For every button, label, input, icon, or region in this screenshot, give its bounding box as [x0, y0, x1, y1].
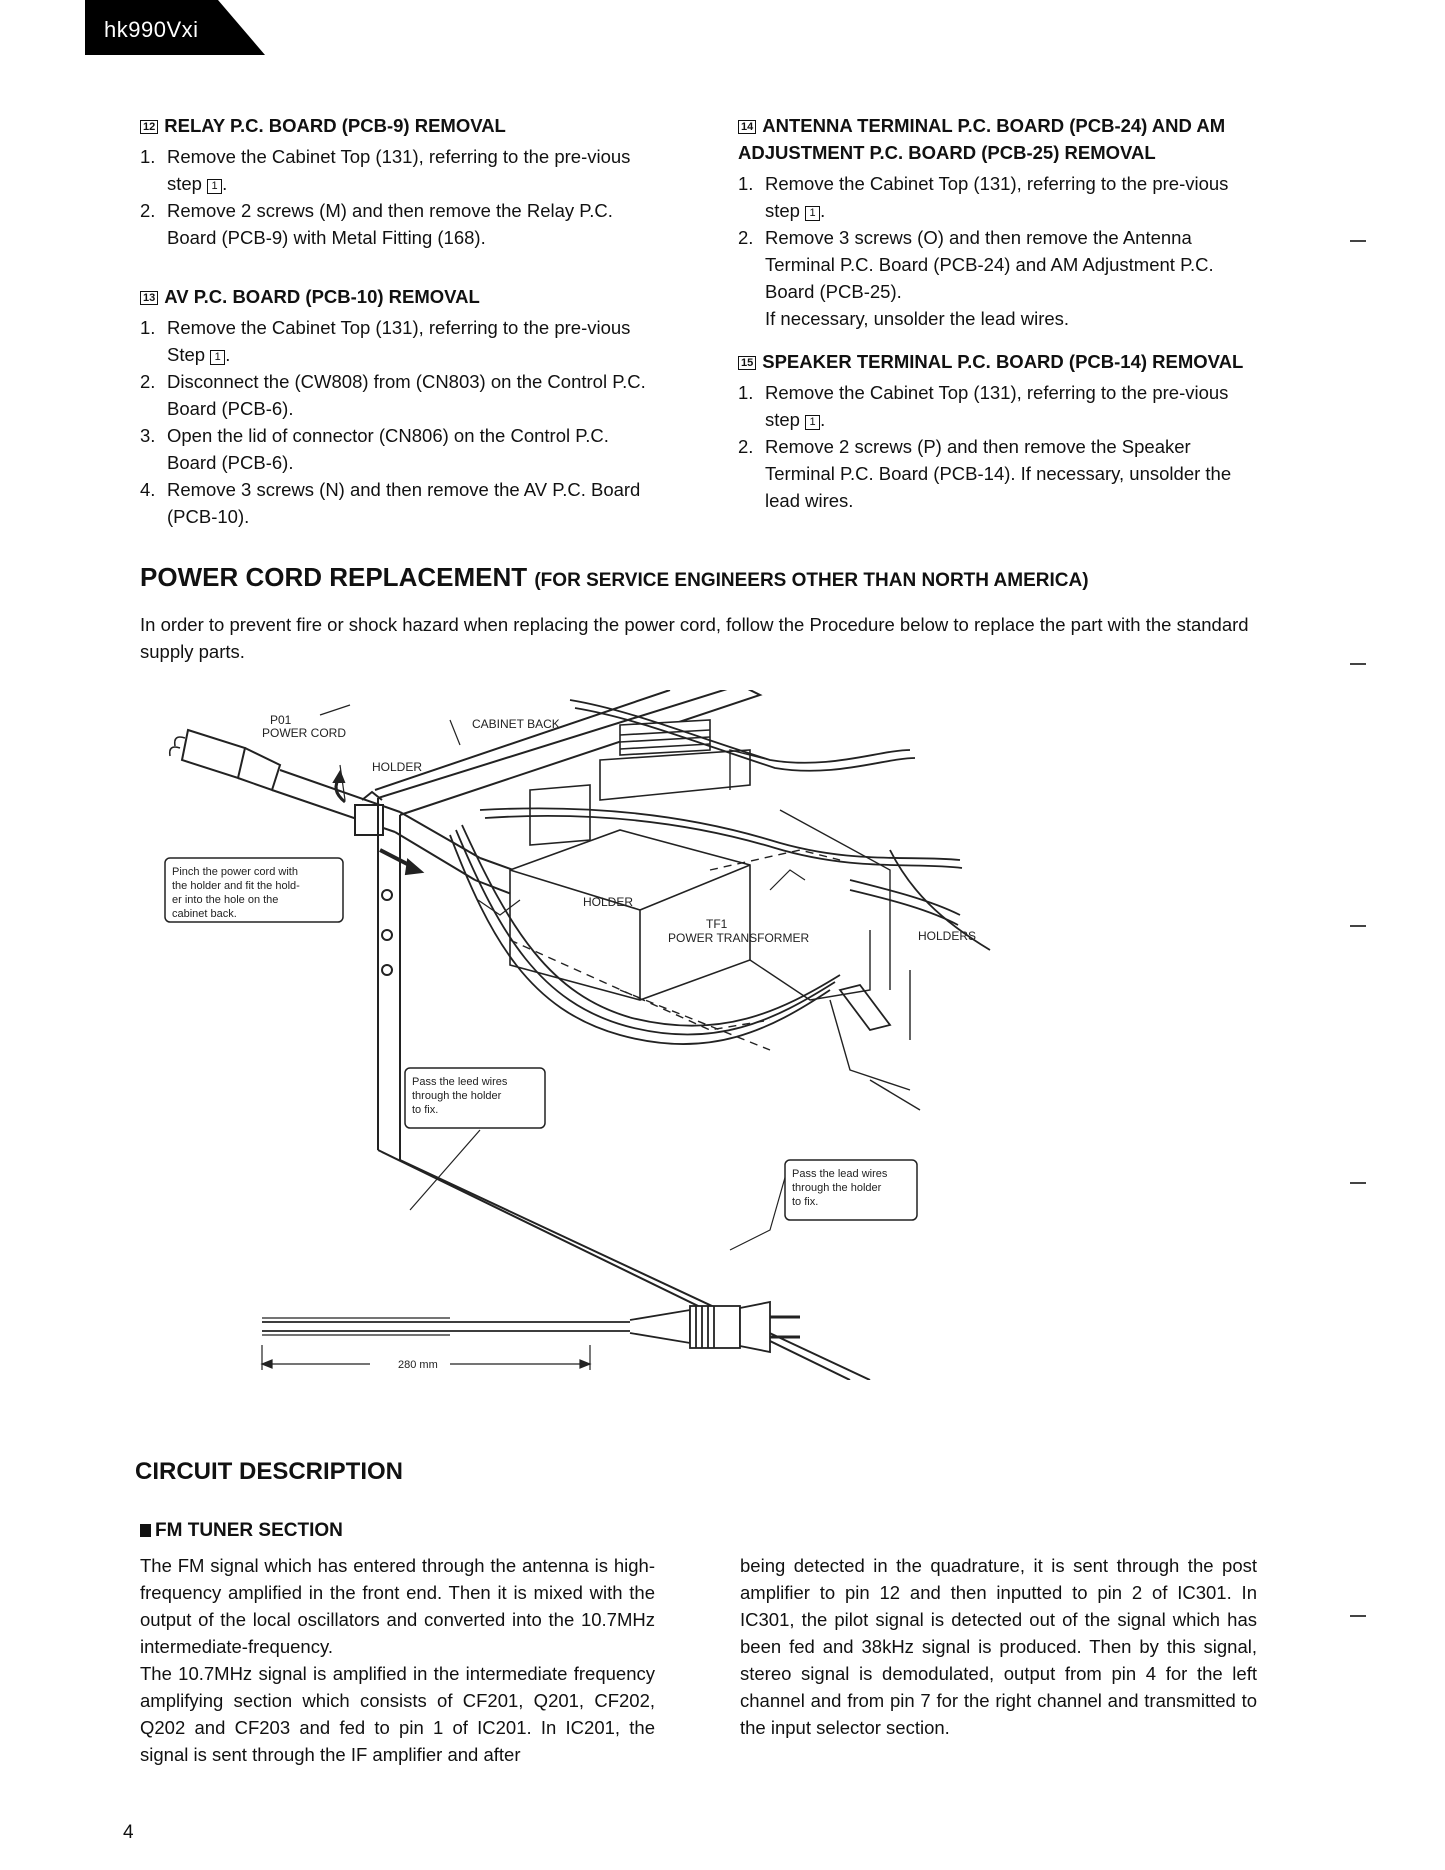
note-3-line: through the holder: [792, 1182, 882, 1194]
list-item: 2.Remove 3 screws (O) and then remove th…: [738, 227, 1214, 302]
fm-left-column: The FM signal which has entered through …: [140, 1552, 655, 1768]
page-number: 4: [123, 1822, 134, 1843]
list-item: 2.Remove 2 screws (M) and then remove th…: [140, 200, 613, 248]
note-1-line: cabinet back.: [172, 908, 237, 920]
margin-mark: [1350, 1182, 1366, 1184]
chassis-lines: [729, 749, 921, 1111]
dimension-label: 280 mm: [398, 1359, 438, 1371]
note-2-line: through the holder: [412, 1090, 502, 1102]
heat-sink: [529, 719, 751, 846]
label-cabinet-back: CABINET BACK: [472, 717, 560, 731]
section-number-box: 15: [738, 356, 757, 370]
note-3-line: Pass the lead wires: [792, 1168, 888, 1180]
dimension-line: [260, 1345, 592, 1370]
note-1-line: er into the hole on the: [172, 894, 278, 906]
label-holder: HOLDER: [372, 760, 422, 774]
left-column: 12 RELAY P.C. BOARD (PCB-9) REMOVAL 1.Rem…: [140, 112, 656, 530]
note-box-1: [164, 857, 344, 923]
list-item: 1.Remove the Cabinet Top (131), referrin…: [140, 317, 631, 365]
label-holders: HOLDERS: [918, 929, 976, 943]
bullet-square-icon: [140, 1524, 151, 1537]
step-reference-box: 1: [210, 350, 226, 365]
note-box-2: [404, 1067, 546, 1129]
replacement-cord: [262, 1300, 800, 1354]
section-number-box: 13: [140, 291, 159, 305]
section-title: ANTENNA TERMINAL P.C. BOARD (PCB-24) AND…: [738, 115, 1226, 163]
margin-mark: [1350, 925, 1366, 927]
section-title: RELAY P.C. BOARD (PCB-9) REMOVAL: [164, 115, 506, 136]
power-cord-subtitle: (FOR SERVICE ENGINEERS OTHER THAN NORTH …: [534, 570, 1089, 591]
note-2-line: to fix.: [412, 1104, 438, 1116]
step-reference-box: 1: [805, 415, 821, 430]
list-item: 2.Disconnect the (CW808) from (CN803) on…: [140, 371, 646, 419]
step-reference-box: 1: [207, 179, 223, 194]
list-item: 3.Open the lid of connector (CN806) on t…: [140, 425, 609, 473]
power-cord-title: POWER CORD REPLACEMENT (FOR SERVICE ENGI…: [140, 562, 1089, 592]
label-holder-2: HOLDER: [583, 895, 633, 909]
section-12: 12 RELAY P.C. BOARD (PCB-9) REMOVAL 1.Rem…: [140, 112, 656, 251]
list-item: 1.Remove the Cabinet Top (131), referrin…: [140, 146, 631, 194]
section-title: AV P.C. BOARD (PCB-10) REMOVAL: [164, 286, 480, 307]
note-1-line: the holder and fit the hold-: [172, 880, 300, 892]
hidden-lines: [509, 849, 841, 1051]
note-box-3: [784, 1159, 918, 1221]
fm-tuner-heading: FM TUNER SECTION: [140, 1520, 343, 1542]
list-item: 1.Remove the Cabinet Top (131), referrin…: [738, 173, 1229, 221]
section-note: If necessary, unsolder the lead wires.: [765, 308, 1070, 329]
section-15: 15 SPEAKER TERMINAL P.C. BOARD (PCB-14) R…: [738, 348, 1256, 514]
note-1-line: Pinch the power cord with: [172, 866, 298, 878]
note-3-line: to fix.: [792, 1196, 818, 1208]
section-number-box: 12: [140, 120, 159, 134]
section-title: SPEAKER TERMINAL P.C. BOARD (PCB-14) REM…: [762, 351, 1244, 372]
list-item: 1.Remove the Cabinet Top (131), referrin…: [738, 382, 1229, 430]
fm-paragraph-1: The FM signal which has entered through …: [140, 1555, 655, 1657]
label-power-transformer: POWER TRANSFORMER: [668, 931, 809, 945]
circuit-description-title: CIRCUIT DESCRIPTION: [135, 1458, 404, 1485]
model-label: hk990Vxi: [104, 17, 199, 42]
step-reference-box: 1: [805, 206, 821, 221]
lead-wires: [449, 699, 991, 1046]
fm-right-column: being detected in the quadrature, it is …: [740, 1552, 1257, 1741]
label-power-cord: POWER CORD: [262, 726, 346, 740]
section-13: 13 AV P.C. BOARD (PCB-10) REMOVAL 1.Remov…: [140, 283, 656, 530]
list-item: 2.Remove 2 screws (P) and then remove th…: [738, 436, 1232, 511]
note-2-line: Pass the leed wires: [412, 1076, 508, 1088]
fm-paragraph-3: being detected in the quadrature, it is …: [740, 1555, 1257, 1738]
model-tab: [85, 0, 265, 55]
cabinet-back-panel: [374, 690, 871, 1380]
margin-mark: [1350, 240, 1366, 242]
label-tf1: TF1: [706, 917, 728, 931]
margin-mark: [1350, 663, 1366, 665]
margin-mark: [1350, 1615, 1366, 1617]
list-item: 4.Remove 3 screws (N) and then remove th…: [140, 479, 641, 527]
power-cord-diagram: P01 POWER CORD HOLDER CABINET BACK HOLDE…: [164, 690, 991, 1380]
label-p01: P01: [270, 713, 292, 727]
fm-paragraph-2: The 10.7MHz signal is amplified in the i…: [140, 1663, 655, 1765]
leader-lines: [319, 704, 806, 1251]
power-transformer: [509, 829, 751, 1001]
power-cord-intro: In order to prevent fire or shock hazard…: [140, 614, 1249, 662]
section-number-box: 14: [738, 120, 757, 134]
